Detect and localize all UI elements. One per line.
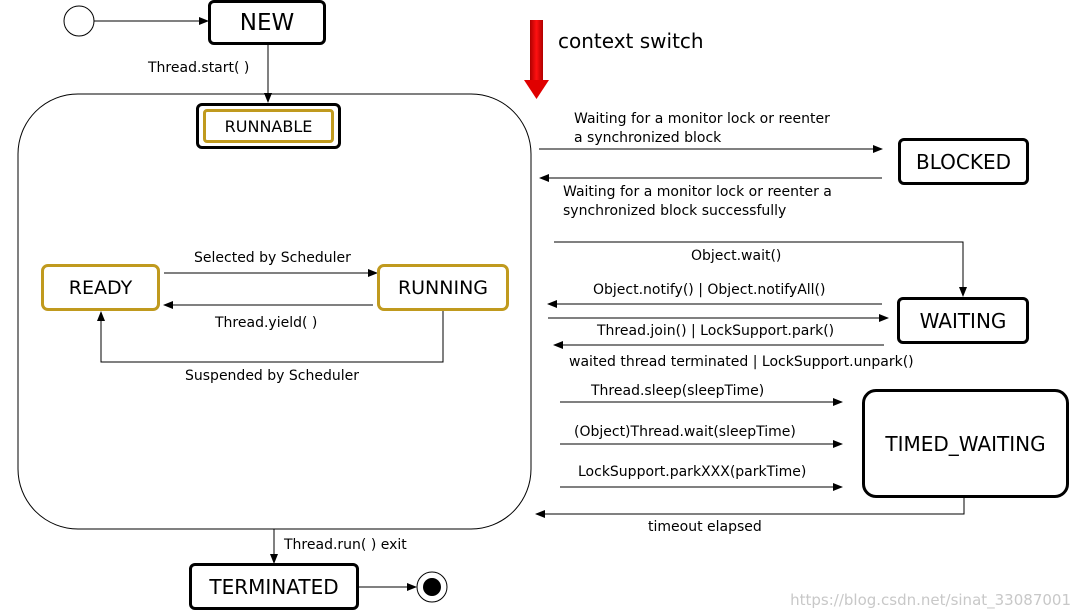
label-blocked-exit-2: synchronized block successfully <box>563 203 787 219</box>
label-blocked-enter-1: Waiting for a monitor lock or reenter <box>574 111 830 127</box>
label-blocked-exit-1: Waiting for a monitor lock or reenter a <box>563 184 832 200</box>
state-ready: READY <box>41 264 160 311</box>
arrow-timeout <box>535 497 965 518</box>
state-running: RUNNING <box>377 264 509 311</box>
label-object-wait: Object.wait() <box>691 248 782 264</box>
initial-state <box>63 5 95 37</box>
label-park-time: LockSupport.parkXXX(parkTime) <box>578 464 807 480</box>
state-timed-waiting: TIMED_WAITING <box>862 389 1069 498</box>
state-blocked: BLOCKED <box>898 138 1029 185</box>
label-yield: Thread.yield( ) <box>215 315 318 331</box>
label-run-exit: Thread.run( ) exit <box>284 537 407 553</box>
label-selected-by-scheduler: Selected by Scheduler <box>194 250 351 266</box>
runnable-container <box>17 93 532 530</box>
label-blocked-enter-2: a synchronized block <box>574 130 722 146</box>
watermark: https://blog.csdn.net/sinat_33087001 <box>790 591 1071 609</box>
arrow-object-wait <box>554 241 967 297</box>
label-timeout: timeout elapsed <box>648 519 762 535</box>
label-sleep: Thread.sleep(sleepTime) <box>591 383 765 399</box>
state-new: NEW <box>208 0 326 45</box>
label-waited-terminated: waited thread terminated | LockSupport.u… <box>569 354 914 370</box>
final-state-inner <box>423 578 441 596</box>
state-runnable: RUNNABLE <box>203 109 334 143</box>
context-switch-arrow <box>524 20 549 99</box>
label-timed-wait: (Object)Thread.wait(sleepTime) <box>574 424 796 440</box>
label-notify: Object.notify() | Object.notifyAll() <box>593 282 826 298</box>
label-start: Thread.start( ) <box>148 60 250 76</box>
context-switch-label: context switch <box>558 29 704 53</box>
label-join-park: Thread.join() | LockSupport.park() <box>597 323 835 339</box>
state-waiting: WAITING <box>897 297 1029 344</box>
arrow-suspended <box>97 311 444 363</box>
state-terminated: TERMINATED <box>189 563 359 610</box>
label-suspended-by-scheduler: Suspended by Scheduler <box>185 368 359 384</box>
